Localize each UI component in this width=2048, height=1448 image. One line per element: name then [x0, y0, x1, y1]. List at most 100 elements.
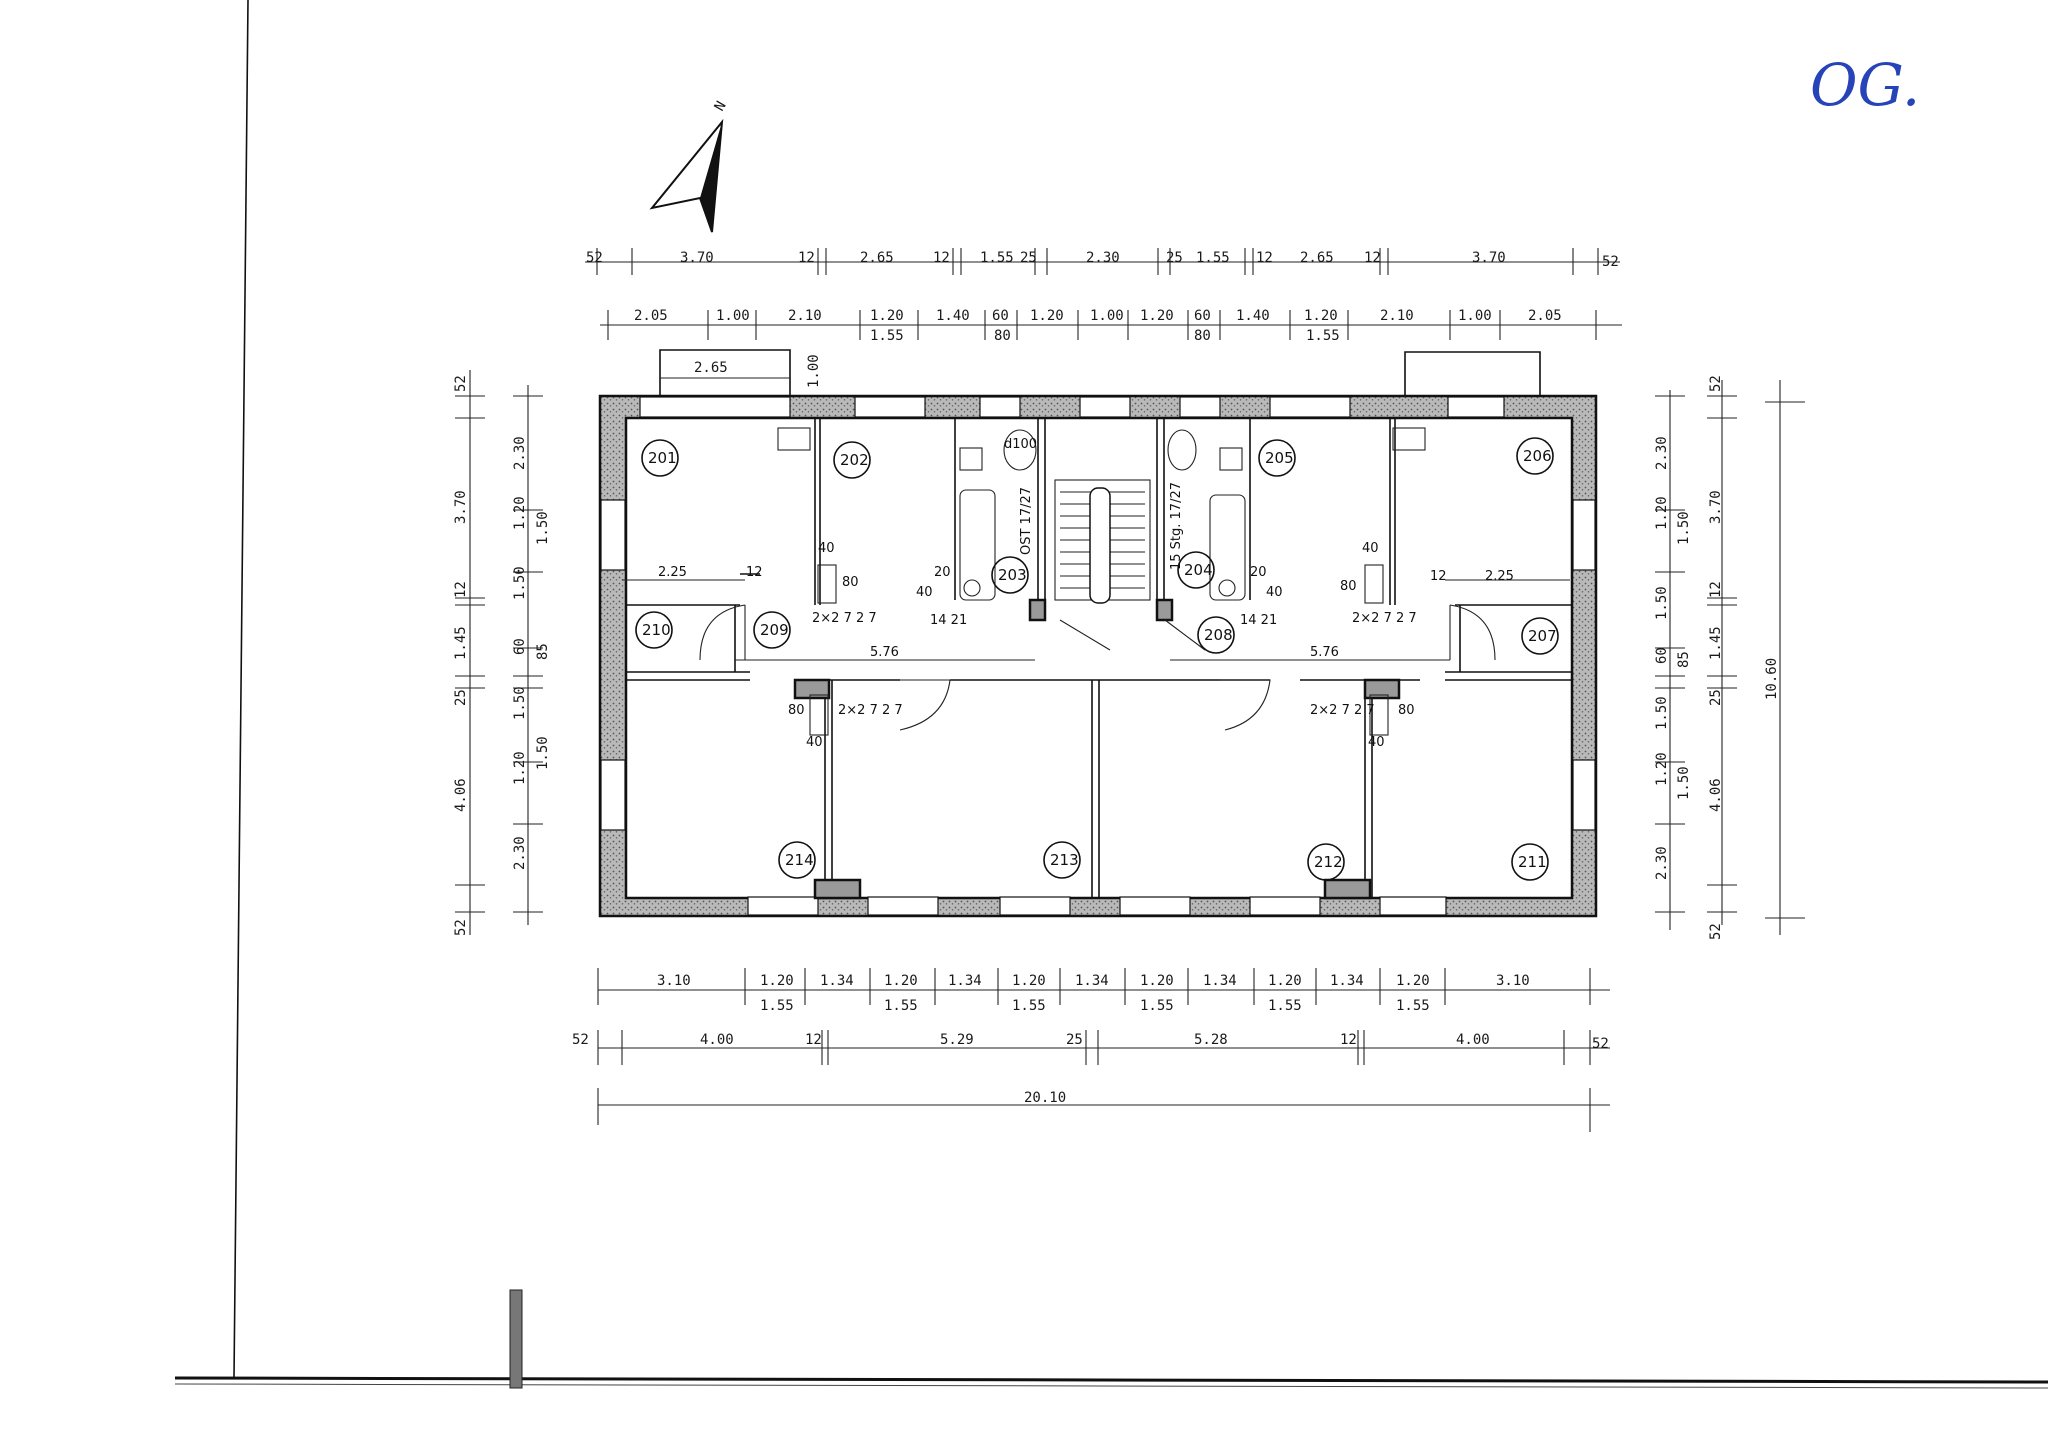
- staircase: OST 17/27 15 Stg. 17/27: [1019, 479, 1184, 604]
- dim-right-in-3: 1.50: [1654, 586, 1670, 620]
- note-l-40c: 40: [916, 585, 933, 600]
- dim-left-in-6: 1.50: [512, 686, 528, 720]
- note-l-80b: 80: [788, 703, 805, 718]
- dim-bot2-6: 12: [1340, 1032, 1357, 1048]
- dim-top1-2: 12: [798, 250, 815, 266]
- dim-top2-12: 2.10: [1380, 308, 1414, 324]
- note-r-225: 2.25: [1485, 569, 1514, 584]
- svg-text:204: 204: [1184, 561, 1213, 579]
- north-arrow: N: [649, 99, 730, 233]
- note-r-80b: 80: [1398, 703, 1415, 718]
- svg-text:209: 209: [760, 621, 789, 639]
- note-l-2x27b: 2×2 7 2 7: [838, 703, 903, 718]
- dim-left-in-2: 1.50: [535, 511, 551, 545]
- svg-text:203: 203: [998, 566, 1027, 584]
- note-l-12: 12: [746, 565, 763, 580]
- svg-text:212: 212: [1314, 853, 1343, 871]
- sheet-frame-bottom2: [174, 1383, 2048, 1389]
- dim-left-in-5: 85: [535, 643, 551, 660]
- dim-top2-3: 1.20: [870, 308, 904, 324]
- dim-bot1-5: 1.20: [1012, 973, 1046, 989]
- dim-top1-13: 3.70: [1472, 250, 1506, 266]
- dim-bot2-3: 5.29: [940, 1032, 974, 1048]
- balcony-right: [1404, 351, 1541, 400]
- svg-text:206: 206: [1523, 447, 1552, 465]
- north-label: N: [712, 99, 730, 114]
- dim-right-in-9: 2.30: [1654, 846, 1670, 880]
- dim-left-6: 52: [453, 919, 469, 936]
- dim-top2-1: 1.00: [716, 308, 750, 324]
- dim-top1-3: 2.65: [860, 250, 894, 266]
- dim-left-in-1: 1.20: [512, 496, 528, 530]
- room-213: 213: [1043, 841, 1081, 879]
- dim-top1-14: 52: [1602, 254, 1619, 270]
- dim-bot2-2: 12: [805, 1032, 822, 1048]
- dim-top2-5: 60: [992, 308, 1009, 324]
- note-r-1421: 14 21: [1240, 613, 1277, 628]
- dim-bot1-7: 1.20: [1140, 973, 1174, 989]
- dim-bot1-sub-2: 1.55: [1012, 998, 1046, 1014]
- dim-top1-0: 52: [586, 250, 603, 266]
- svg-text:210: 210: [642, 621, 671, 639]
- note-r-12: 12: [1430, 569, 1447, 584]
- dim-bot1-sub-3: 1.55: [1140, 998, 1174, 1014]
- dim-bot1-6: 1.34: [1075, 973, 1109, 989]
- dim-top2-sub-0: 1.55: [870, 328, 904, 344]
- bathroom-left-fixtures: d100: [959, 429, 1037, 601]
- dim-top2-0: 2.05: [634, 308, 668, 324]
- note-r-2x27b: 2×2 7 2 7: [1310, 703, 1375, 718]
- room-212: 212: [1307, 843, 1345, 881]
- svg-text:202: 202: [840, 451, 869, 469]
- scan-mark: [509, 1289, 523, 1389]
- dim-left-in-3: 1.50: [512, 566, 528, 600]
- dim-balcony-depth: 1.00: [806, 354, 822, 388]
- dim-top2-13: 1.00: [1458, 308, 1492, 324]
- dim-top1-6: 25: [1020, 250, 1037, 266]
- room-labels: 201 202 203 204 205 206 207 208 209 210 …: [635, 437, 1559, 881]
- dim-top2-sub-2: 80: [1194, 328, 1211, 344]
- dim-right-2: 12: [1708, 581, 1724, 598]
- dim-top1-8: 25: [1166, 250, 1183, 266]
- dim-top2-14: 2.05: [1528, 308, 1562, 324]
- dimension-top-row1: 52 3.70 12 2.65 12 1.55 25 2.30 25 1.55 …: [585, 248, 1620, 275]
- note-r-20: 20: [1250, 565, 1267, 580]
- interior-notes: 2.25 12 2.25 12 5.76 5.76 2×2 7 2 7 2×2 …: [622, 541, 1570, 750]
- dim-right-in-0: 2.30: [1654, 436, 1670, 470]
- dim-bot1-1: 1.20: [760, 973, 794, 989]
- dim-left-3: 1.45: [453, 626, 469, 660]
- dim-bot2-7: 4.00: [1456, 1032, 1490, 1048]
- dim-left-5: 4.06: [453, 778, 469, 812]
- fixture-mark-left: d100: [1004, 437, 1037, 452]
- dim-right-in-7: 1.20: [1654, 752, 1670, 786]
- dimension-left: 52 3.70 12 1.45 25 4.06 52 2.30 1.20 1.5…: [453, 370, 551, 936]
- dimension-total: 20.10: [597, 1088, 1610, 1132]
- bathroom-right-fixtures: [1167, 429, 1246, 601]
- note-l-225: 2.25: [658, 565, 687, 580]
- dim-left-in-4: 60: [512, 638, 528, 655]
- svg-text:208: 208: [1204, 626, 1233, 644]
- dim-right-in-1: 1.20: [1654, 496, 1670, 530]
- dim-top1-9: 1.55: [1196, 250, 1230, 266]
- dimension-top-row2: 2.05 1.00 2.10 1.20 1.40 60 1.20 1.00 1.…: [600, 308, 1622, 344]
- note-r-40: 40: [1362, 541, 1379, 556]
- dim-top1-12: 12: [1364, 250, 1381, 266]
- dim-top2-7: 1.00: [1090, 308, 1124, 324]
- dim-bot1-4: 1.34: [948, 973, 982, 989]
- dim-left-0: 52: [453, 375, 469, 392]
- building-walls: [598, 394, 1598, 918]
- dim-top2-10: 1.40: [1236, 308, 1270, 324]
- note-l-2x27: 2×2 7 2 7: [812, 611, 877, 626]
- dim-left-in-0: 2.30: [512, 436, 528, 470]
- dim-right-3: 1.45: [1708, 626, 1724, 660]
- dim-bot1-sub-4: 1.55: [1268, 998, 1302, 1014]
- note-l-40: 40: [818, 541, 835, 556]
- dim-right-in-5: 85: [1676, 651, 1692, 668]
- svg-text:214: 214: [785, 851, 814, 869]
- dim-top1-4: 12: [933, 250, 950, 266]
- note-l-80: 80: [842, 575, 859, 590]
- room-206: 206: [1516, 437, 1554, 475]
- dim-right-total: 10.60: [1764, 658, 1780, 700]
- dim-right-in-8: 1.50: [1676, 766, 1692, 800]
- svg-text:205: 205: [1265, 449, 1294, 467]
- room-204: 204: [1177, 551, 1215, 589]
